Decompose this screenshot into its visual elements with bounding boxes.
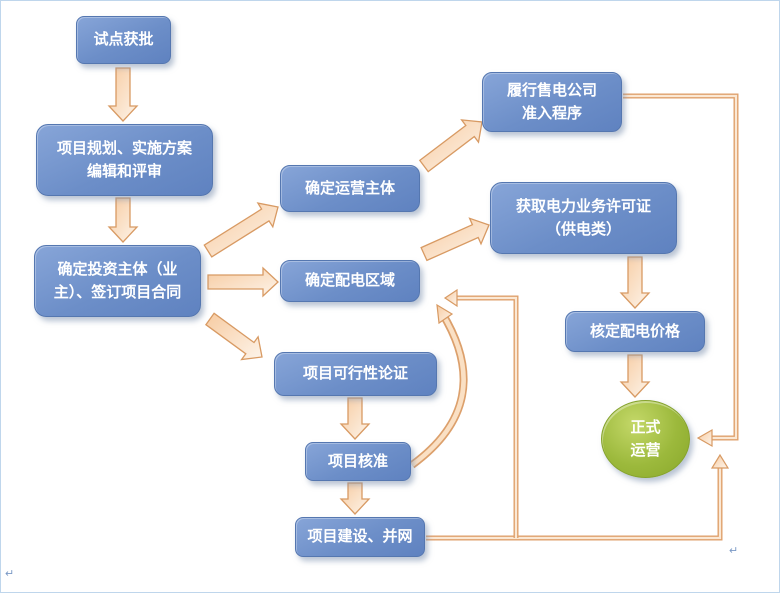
node-pilot: 试点获批 [76, 16, 171, 64]
paragraph-mark: ↵ [5, 568, 15, 580]
arrow-planning-to-investor [107, 197, 139, 243]
node-feasibility: 项目可行性论证 [274, 352, 437, 396]
node-approval-label: 项目核准 [327, 452, 388, 470]
node-admission: 履行售电公司 准入程序 [482, 72, 622, 132]
node-construction-label: 项目建设、并网 [307, 528, 413, 546]
arrow-area-to-license [420, 217, 490, 262]
node-investor-label: 确定投资主体（业 主）、签订项目合同 [53, 260, 182, 301]
arrow-price-to-operation [619, 354, 651, 398]
node-operation: 正式 运营 [601, 400, 690, 478]
node-construction: 项目建设、并网 [295, 517, 425, 557]
node-feasibility-label: 项目可行性论证 [302, 365, 408, 383]
arrow-investor-to-operator [203, 202, 279, 258]
node-admission-label: 履行售电公司 准入程序 [506, 81, 597, 122]
node-operator: 确定运营主体 [280, 165, 420, 212]
node-license: 获取电力业务许可证 （供电类） [490, 182, 677, 254]
arrow-operator-to-admission [418, 119, 483, 173]
node-area-label: 确定配电区域 [304, 272, 395, 290]
connector-construction-to-operation [426, 453, 730, 541]
node-planning: 项目规划、实施方案 编辑和评审 [36, 124, 213, 196]
arrow-license-to-price [619, 256, 651, 309]
node-operation-label: 正式 运营 [630, 418, 661, 459]
node-operator-label: 确定运营主体 [304, 179, 395, 197]
node-license-label: 获取电力业务许可证 （供电类） [515, 197, 651, 238]
arrow-investor-to-feasibility [204, 312, 263, 361]
connector-construction-to-area [443, 288, 519, 538]
node-approval: 项目核准 [305, 442, 411, 481]
arrow-feasibility-to-approval [339, 397, 371, 440]
arrow-approval-to-construction [339, 482, 371, 515]
node-price: 核定配电价格 [565, 311, 705, 352]
node-investor: 确定投资主体（业 主）、签订项目合同 [34, 245, 201, 317]
paragraph-mark: ↵ [729, 545, 739, 557]
node-area: 确定配电区域 [280, 260, 420, 302]
connector-approval-to-area [409, 303, 468, 469]
node-pilot-label: 试点获批 [93, 31, 154, 49]
arrow-investor-to-area [207, 266, 279, 298]
node-price-label: 核定配电价格 [589, 322, 680, 340]
connector-admission-to-operation [623, 93, 739, 448]
arrow-pilot-to-planning [107, 67, 139, 122]
node-planning-label: 项目规划、实施方案 编辑和评审 [56, 139, 192, 180]
